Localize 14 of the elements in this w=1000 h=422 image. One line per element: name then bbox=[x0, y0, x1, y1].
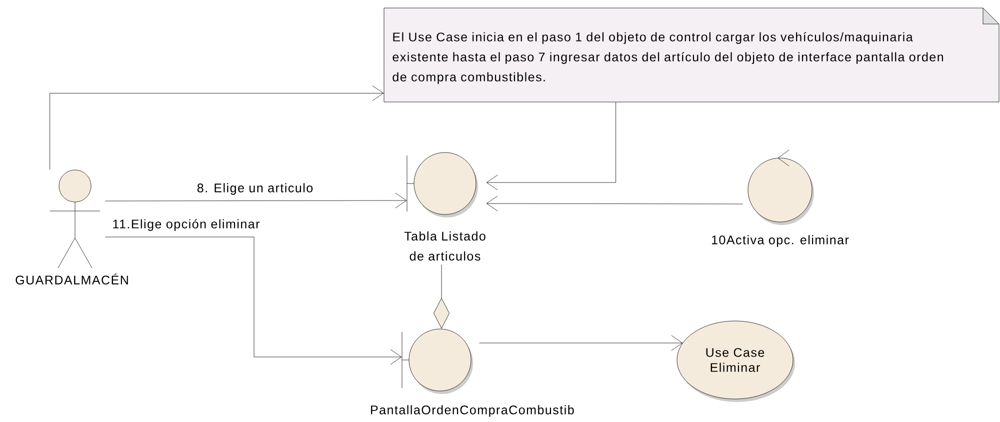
arrow bbox=[479, 335, 683, 351]
arrow bbox=[105, 236, 402, 365]
arrow bbox=[434, 264, 450, 329]
arrow bbox=[486, 102, 616, 190]
object-name: 10Activa opc. eliminar bbox=[712, 235, 849, 247]
actor-name: GUARDALMACÉN bbox=[16, 274, 128, 284]
arrow bbox=[105, 192, 407, 208]
object-name: PantallaOrdenCompraCombustib bbox=[371, 405, 574, 417]
edge-label: 11.Elige opción eliminar bbox=[111, 218, 261, 232]
edge-label: 8. Elige un articulo bbox=[196, 182, 314, 196]
arrow bbox=[486, 196, 743, 212]
object-name: Tabla Listado de articulos bbox=[404, 231, 486, 261]
note: El Use Case inicia en el paso 1 del objeto de control cargar los vehículos/maquinaria existente hasta el paso 7 ingresar datos del artículo del objeto de interface pantalla orden de compra combustibles. bbox=[384, 8, 1000, 102]
arrow bbox=[50, 86, 384, 170]
